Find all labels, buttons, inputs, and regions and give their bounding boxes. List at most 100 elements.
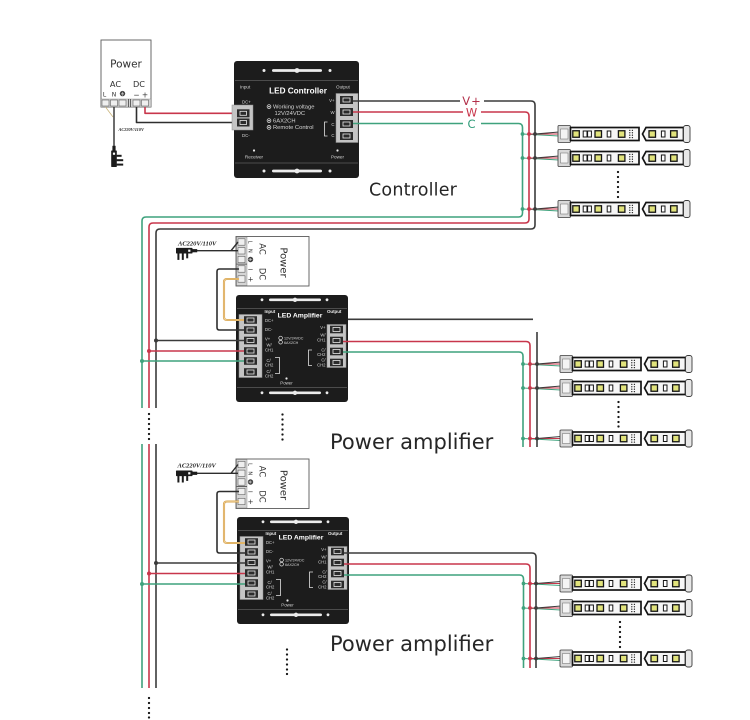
wire-c-output <box>343 351 524 447</box>
wire-label-w: W <box>466 105 478 119</box>
input-terminal-label-dc-positive: DC+ <box>242 99 251 104</box>
wire-dc-negative <box>216 268 244 331</box>
spec-icon-ring <box>278 340 283 345</box>
power-indicator-label: Power <box>331 155 344 160</box>
junction-dot <box>528 362 532 366</box>
terminal-live <box>237 238 246 246</box>
mounting-hole <box>261 520 265 524</box>
amplifier-name: LED Amplifier <box>278 313 323 320</box>
output-terminal-label: CH1 <box>317 338 326 343</box>
junction-dot <box>528 581 532 586</box>
output-terminal-label: CH2 <box>318 584 327 589</box>
vertical-ellipsis-icon <box>285 648 289 676</box>
terminal-screw <box>247 539 256 545</box>
terminal-screw <box>247 560 256 565</box>
mounting-hole <box>262 69 266 72</box>
terminal-screw <box>333 549 342 554</box>
ellipsis-dot <box>281 428 284 431</box>
junction-dot <box>140 582 144 586</box>
terminal-label-positive: + <box>248 275 254 283</box>
junction-dot <box>535 436 539 441</box>
junction-dot <box>521 606 526 610</box>
junction-dot <box>533 132 537 136</box>
led-strip <box>557 148 691 168</box>
junction-dot <box>534 581 538 586</box>
wire-v-plus-output <box>344 552 537 668</box>
mounting-hole <box>325 298 329 302</box>
ellipsis-dot <box>618 640 622 644</box>
terminal-screw <box>247 580 256 586</box>
vertical-ellipsis-icon <box>147 412 151 441</box>
output-terminal-label: CH2 <box>317 362 326 367</box>
terminal-ground <box>118 99 127 107</box>
mounting-hole <box>328 169 332 173</box>
vertical-ellipsis-icon <box>616 170 620 199</box>
ellipsis-dot <box>285 658 289 661</box>
output-terminal-v-plus <box>340 96 353 104</box>
ellipsis-dot <box>281 418 284 421</box>
terminal-screw <box>247 591 256 597</box>
controller-supply-wires <box>135 107 239 124</box>
strip-lead-wire <box>535 580 562 585</box>
ellipsis-dot <box>147 417 151 421</box>
receiver-label: Receiver <box>245 155 264 160</box>
controller-body <box>234 61 359 178</box>
input-terminal <box>245 548 258 556</box>
junction-dot <box>520 132 525 136</box>
power-supply-title: Power <box>278 247 289 278</box>
input-terminal-dc-positive <box>237 109 250 118</box>
output-terminal-label: C/ <box>322 570 327 575</box>
junction-dot <box>534 656 538 661</box>
mounting-hole <box>260 391 264 395</box>
terminal-neutral <box>237 469 246 477</box>
junction-dot <box>534 606 538 610</box>
amplifier-input-label: Input <box>265 309 276 314</box>
junction-dot <box>527 207 531 211</box>
wire-v-plus-bus <box>155 100 536 688</box>
output-terminal-w <box>340 108 353 116</box>
ellipsis-dot <box>147 422 151 426</box>
junction-dot <box>527 156 531 160</box>
output-terminal <box>331 569 344 578</box>
led-amplifier: Input LED Amplifier Output DC+ DC- V+ W/… <box>236 295 348 402</box>
terminal-screw <box>332 327 341 332</box>
ellipsis-dot <box>285 672 289 676</box>
channel-bracket <box>309 571 313 588</box>
input-terminal-label: DC+ <box>266 540 275 545</box>
junction-dot <box>528 386 532 390</box>
terminal-screw <box>342 133 351 139</box>
ground-icon <box>119 90 126 97</box>
terminal-label-neutral: N <box>112 92 117 99</box>
led-strip <box>559 598 693 618</box>
spec-working-voltage: Working voltage <box>273 104 314 110</box>
ellipsis-dot <box>617 410 620 414</box>
wire-dc-negative <box>216 490 245 554</box>
output-terminal-label: V+ <box>321 547 327 552</box>
junction-dot <box>521 656 526 661</box>
terminal-screw <box>333 571 342 576</box>
mounting-hole <box>262 169 266 173</box>
output-terminal-label: CH1 <box>318 560 327 565</box>
terminal-live <box>237 461 246 468</box>
output-terminal <box>330 325 343 334</box>
terminal-screw <box>342 109 351 115</box>
vertical-ellipsis-icon <box>281 413 284 441</box>
terminal-screw <box>332 338 341 343</box>
wire-w-bus <box>148 111 530 688</box>
power-supply-housing <box>235 458 310 509</box>
terminal-label-live: L <box>103 92 107 99</box>
ellipsis-dot <box>281 423 284 426</box>
spec-icon-ring <box>278 335 283 341</box>
terminal-label-negative: − <box>248 488 254 496</box>
output-terminal-label-c: C <box>331 133 334 138</box>
mounting-hole <box>261 613 265 617</box>
terminal-label-positive: + <box>248 498 254 506</box>
led-strip <box>559 354 693 374</box>
ellipsis-dot <box>616 195 620 199</box>
terminal-positive <box>237 498 246 505</box>
ellipsis-dot <box>281 433 284 436</box>
terminal-screw <box>246 338 255 343</box>
amplifier-body <box>237 517 349 624</box>
spec-bullet-icon-dot <box>268 105 270 108</box>
led-strip <box>559 429 693 448</box>
